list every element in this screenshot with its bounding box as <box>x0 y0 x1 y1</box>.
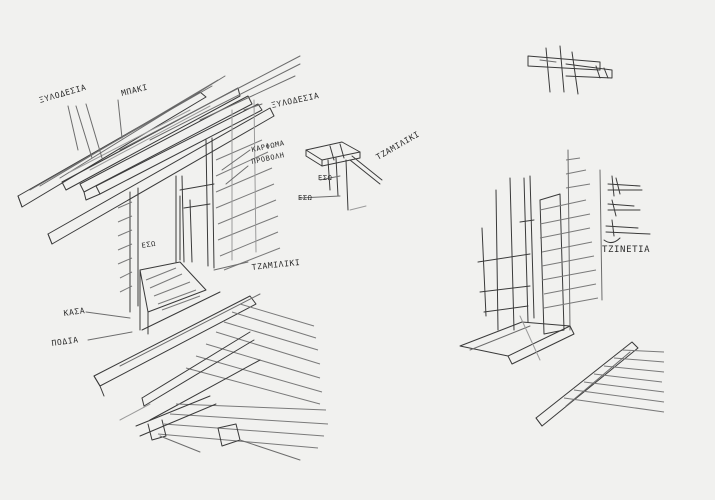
joint-detail <box>527 45 613 95</box>
right-window-detail <box>459 149 603 365</box>
leader-lines-left <box>67 99 263 341</box>
label-eso-left: ΕΣΩ <box>141 240 157 250</box>
lintel-beams <box>17 55 301 245</box>
wall-block <box>117 99 281 335</box>
label-kasa: ΚΑΣΑ <box>63 306 86 318</box>
right-lower-sill <box>535 341 665 427</box>
hinge-details: ΤΖΙΝΕΤΙΑ <box>602 175 651 255</box>
label-podia: ΠΟΔΙΑ <box>51 335 79 348</box>
sill-slab <box>93 293 329 461</box>
label-eso-mid-1: ΕΣΩ <box>318 174 332 182</box>
label-tzinetia: ΤΖΙΝΕΤΙΑ <box>602 245 650 255</box>
label-eso-mid-2: ΕΣΩ <box>298 194 312 202</box>
